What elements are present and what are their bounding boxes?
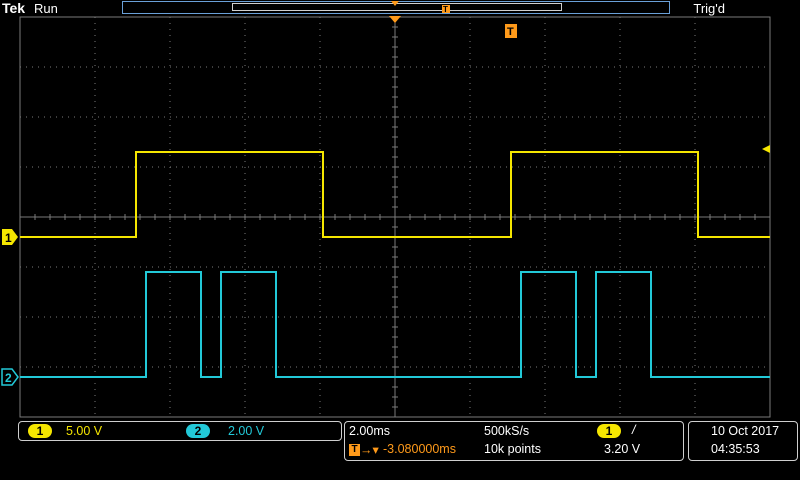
- ch1-badge[interactable]: 1: [28, 424, 52, 438]
- ch1-waveform: [20, 151, 770, 238]
- graticule: [19, 16, 771, 418]
- trigger-t-marker: T: [505, 24, 517, 38]
- trigger-source-badge[interactable]: 1: [597, 424, 621, 438]
- markers: 1 2 T T: [1, 1, 770, 386]
- date: 10 Oct 2017: [711, 424, 780, 438]
- trigger-status: Trig'd: [693, 1, 725, 16]
- record-trigger-arrow: [391, 1, 399, 6]
- brand-logo: Tek: [2, 0, 26, 16]
- trigger-position[interactable]: -3.080000ms: [383, 442, 456, 456]
- trigger-level-arrow: [762, 145, 770, 153]
- datetime-panel: [688, 421, 798, 461]
- svg-text:T: T: [443, 5, 448, 14]
- trigger-t-marker: T: [442, 5, 450, 14]
- svg-text:1: 1: [5, 231, 12, 245]
- svg-text:T: T: [507, 26, 514, 38]
- acquisition-state[interactable]: Run: [34, 1, 58, 16]
- sample-rate: 500kS/s: [484, 424, 530, 438]
- time: 04:35:53: [711, 442, 760, 456]
- trigger-level[interactable]: 3.20 V: [604, 442, 641, 456]
- ch1-scale[interactable]: 5.00 V: [66, 424, 103, 438]
- svg-text:2: 2: [5, 371, 12, 385]
- ch2-scale[interactable]: 2.00 V: [228, 424, 265, 438]
- channel-scale-panel: [18, 421, 342, 441]
- ch2-waveform: [20, 271, 770, 378]
- timebase-trigger-panel: [344, 421, 684, 461]
- record-length: 10k points: [484, 442, 541, 456]
- trigger-position-icon: T→▾: [349, 442, 379, 457]
- timebase-scale[interactable]: 2.00ms: [349, 424, 390, 438]
- trigger-slope-icon[interactable]: /: [632, 423, 636, 437]
- ch2-ground-marker: 2: [1, 368, 19, 386]
- trigger-position-arrow: [389, 16, 401, 23]
- ch2-badge[interactable]: 2: [186, 424, 210, 438]
- ch1-ground-marker: 1: [2, 229, 18, 245]
- trigger-t-icon: T: [349, 443, 360, 456]
